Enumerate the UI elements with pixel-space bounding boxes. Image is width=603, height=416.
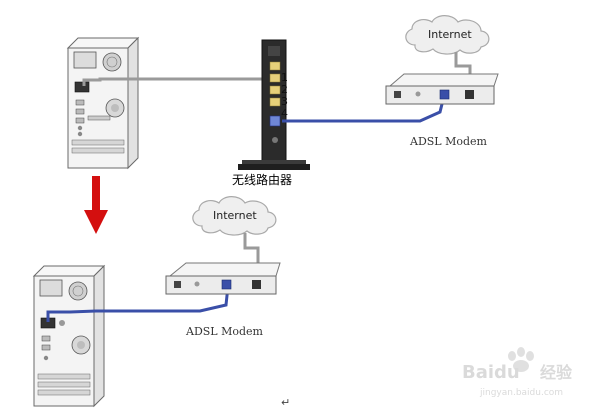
router-port-1-label: 1 [281, 71, 288, 84]
bottom-computer-icon [32, 264, 106, 408]
down-arrow-icon [84, 176, 108, 234]
top-cloud-icon [405, 15, 490, 55]
bottom-modem-icon [165, 262, 281, 295]
top-internet-label: Internet [428, 28, 472, 41]
router-port-2-label: 2 [281, 83, 288, 96]
bottom-internet-label: Internet [213, 209, 257, 222]
bottom-cloud-icon [192, 196, 277, 236]
wireless-router-icon [238, 39, 310, 170]
watermark-brand: Baidu [462, 362, 520, 383]
top-ethernet-cable [82, 77, 272, 86]
baidu-watermark: Baidu 经验 jingyan.baidu.com [462, 347, 573, 398]
router-caption: 无线路由器 [232, 172, 292, 187]
top-modem-icon [385, 73, 499, 105]
top-computer-icon [66, 36, 140, 170]
paw-logo-icon [508, 347, 534, 372]
watermark-cn: 经验 [540, 363, 573, 382]
top-modem-caption: ADSL Modem [409, 135, 488, 148]
bottom-modem-caption: ADSL Modem [185, 325, 264, 338]
router-port-3-label: 3 [281, 95, 288, 108]
router-port-4-label: 4 [281, 107, 288, 120]
watermark-url: jingyan.baidu.com [479, 388, 563, 398]
return-mark: ↵ [281, 396, 290, 409]
bottom-ethernet-cable [46, 285, 230, 322]
